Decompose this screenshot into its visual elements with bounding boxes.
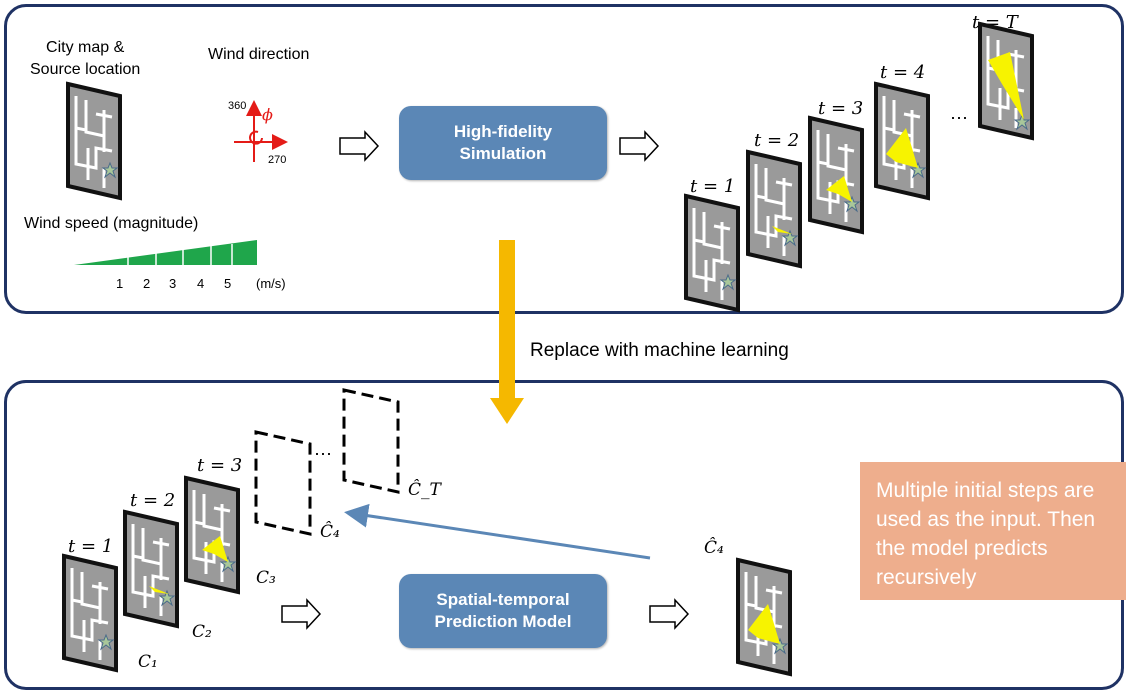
wind-direction-label: Wind direction [208, 46, 310, 63]
predicted-frame-cT-placeholder [342, 388, 400, 494]
predicted-frame-c4-placeholder [254, 430, 312, 536]
frame-tT [978, 22, 1034, 140]
bottom-ellipsis: ⋯ [314, 444, 332, 464]
wind-speed-tick-3: 3 [169, 276, 177, 291]
frame-t3 [808, 116, 864, 234]
c2-label: C₂ [192, 622, 212, 642]
prediction-model-box: Spatial-temporal Prediction Model [399, 574, 607, 648]
simulation-label: High-fidelity Simulation [453, 122, 553, 163]
top-ellipsis: ⋯ [950, 108, 968, 128]
input-frame-label-t2: t = 2 [130, 490, 176, 511]
wind-speed-tick-1: 1 [116, 276, 124, 291]
arrow-from-model [649, 598, 690, 630]
wind-speed-tick-5: 5 [224, 276, 232, 291]
wind-speed-tick-4: 4 [197, 276, 205, 291]
wind-speed-unit: (m/s) [256, 276, 286, 291]
frame-label-t4: t = 4 [880, 62, 926, 83]
c-hat-T-label: Ĉ_T [408, 480, 441, 500]
wind-dir-270: 270 [268, 154, 287, 166]
frame-label-t2: t = 2 [754, 130, 800, 151]
replace-arrow [490, 240, 524, 424]
simulation-box: High-fidelity Simulation [399, 106, 607, 180]
arrow-from-simulation [619, 130, 660, 162]
input-frame-label-t3: t = 3 [197, 455, 243, 476]
wind-speed-bar [74, 240, 257, 266]
c-hat-4-output-label: Ĉ₄ [704, 538, 724, 558]
c1-label: C₁ [138, 652, 158, 672]
city-map-label: City map & Source location [30, 39, 141, 78]
input-frame-c3 [184, 476, 240, 594]
note-box: Multiple initial steps are used as the i… [860, 462, 1126, 600]
arrow-to-simulation [339, 130, 380, 162]
recursive-feedback-arrow [344, 503, 651, 560]
city-map-icon [66, 82, 122, 200]
c-hat-4-label: Ĉ₄ [320, 522, 340, 542]
frame-label-t1: t = 1 [690, 176, 736, 197]
note-text: Multiple initial steps are used as the i… [876, 479, 1096, 589]
wind-direction-icon [234, 100, 288, 162]
input-frame-label-t1: t = 1 [68, 536, 114, 557]
frame-t2 [746, 150, 802, 268]
prediction-model-label: Spatial-temporal Prediction Model [434, 590, 572, 631]
output-frame-c4 [736, 558, 792, 676]
wind-dir-360: 360 [228, 100, 247, 112]
frame-t4 [874, 82, 930, 200]
wind-speed-label: Wind speed (magnitude) [24, 215, 199, 232]
input-frame-c1 [62, 554, 118, 672]
frame-label-t3: t = 3 [818, 98, 864, 119]
arrow-to-model [281, 598, 322, 630]
c3-label: C₃ [256, 568, 276, 588]
wind-dir-phi: ϕ [262, 105, 273, 124]
frame-t1 [684, 194, 740, 312]
replace-label: Replace with machine learning [530, 340, 789, 361]
wind-speed-tick-2: 2 [143, 276, 151, 291]
input-frame-c2 [123, 510, 179, 628]
